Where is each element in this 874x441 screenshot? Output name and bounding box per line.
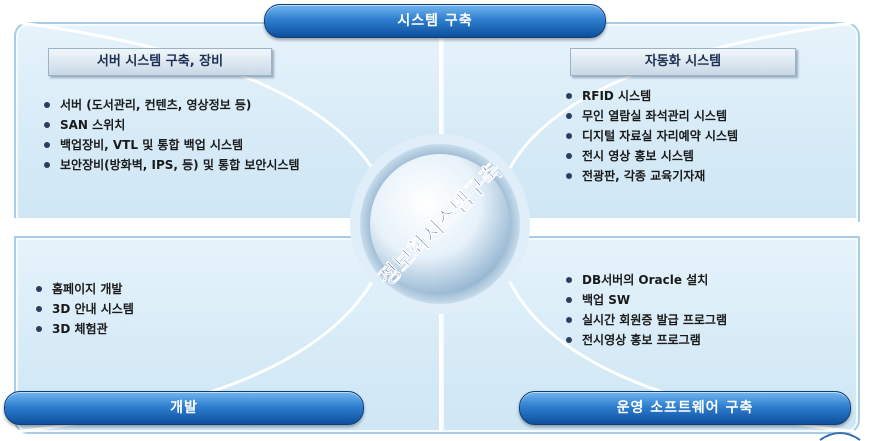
bullet-dot-icon: [44, 161, 50, 168]
list-item: 전시 영상 홍보 시스템: [566, 146, 738, 166]
bullet-dot-icon: [44, 121, 50, 128]
bullet-dot-icon: [566, 172, 572, 179]
bullet-dot-icon: [566, 336, 572, 343]
automation-section-title: 자동화 시스템: [570, 48, 796, 76]
bullet-dot-icon: [566, 112, 572, 119]
automation-items-list: RFID 시스템 무인 열람실 좌석관리 시스템 디지털 자료실 자리예약 시스…: [566, 86, 738, 186]
server-section-title: 서버 시스템 구축, 장비: [48, 48, 272, 76]
system-build-banner: 시스템 구축: [264, 4, 606, 38]
list-item: 실시간 회원증 발급 프로그램: [566, 310, 727, 330]
bullet-dot-icon: [566, 316, 572, 323]
list-item: 3D 체험관: [36, 319, 134, 339]
list-item: 3D 안내 시스템: [36, 299, 134, 319]
list-item: 백업 SW: [566, 290, 727, 310]
list-item: DB서버의 Oracle 설치: [566, 270, 727, 290]
bullet-dot-icon: [566, 276, 572, 283]
bullet-dot-icon: [36, 305, 42, 312]
server-items-list: 서버 (도서관리, 컨텐츠, 영상정보 등) SAN 스위치 백업장비, VTL…: [44, 95, 300, 175]
bullet-dot-icon: [44, 101, 50, 108]
bullet-dot-icon: [566, 152, 572, 159]
bullet-dot-icon: [44, 141, 50, 148]
bullet-dot-icon: [566, 296, 572, 303]
list-item: 홈페이지 개발: [36, 279, 134, 299]
list-item: 전시영상 홍보 프로그램: [566, 330, 727, 350]
bullet-dot-icon: [36, 285, 42, 292]
bullet-dot-icon: [566, 132, 572, 139]
list-item: SAN 스위치: [44, 115, 300, 135]
list-item: 백업장비, VTL 및 통합 백업 시스템: [44, 135, 300, 155]
bullet-dot-icon: [36, 325, 42, 332]
operations-software-banner: 운영 소프트웨어 구축: [519, 391, 851, 425]
bullet-dot-icon: [566, 92, 572, 99]
development-items-list: 홈페이지 개발 3D 안내 시스템 3D 체험관: [36, 279, 134, 339]
list-item: 전광판, 각종 교육기자재: [566, 166, 738, 186]
center-disc: [370, 154, 510, 294]
list-item: 서버 (도서관리, 컨텐츠, 영상정보 등): [44, 95, 300, 115]
corner-logo-icon: [819, 432, 861, 441]
list-item: 보안장비(방화벽, IPS, 등) 및 통합 보안시스템: [44, 155, 300, 175]
list-item: 디지털 자료실 자리예약 시스템: [566, 126, 738, 146]
list-item: 무인 열람실 좌석관리 시스템: [566, 106, 738, 126]
operations-items-list: DB서버의 Oracle 설치 백업 SW 실시간 회원증 발급 프로그램 전시…: [566, 270, 727, 350]
list-item: RFID 시스템: [566, 86, 738, 106]
development-banner: 개발: [4, 391, 364, 425]
